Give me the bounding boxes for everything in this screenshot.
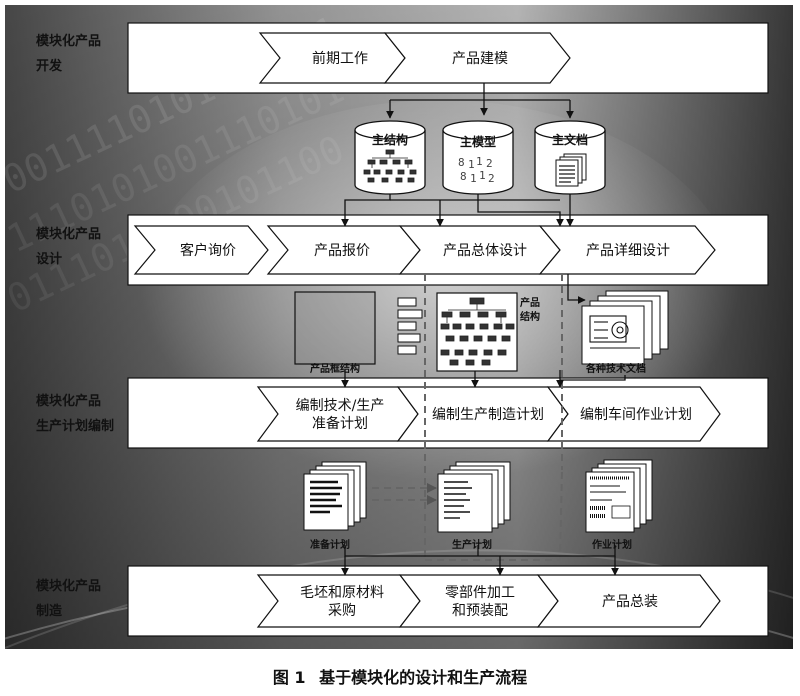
artifact-label: 生产计划 — [452, 538, 492, 551]
step-label: 产品总体设计 — [443, 243, 527, 259]
step-label: 编制技术/生产 — [296, 398, 385, 414]
step-label: 产品总装 — [602, 594, 658, 610]
row-label: 模块化产品 — [36, 393, 101, 409]
svg-text:1: 1 — [476, 155, 483, 168]
step-label: 产品建模 — [452, 51, 508, 67]
database-label: 主结构 — [372, 132, 408, 147]
database-label: 主模型 — [460, 134, 496, 149]
product-frame-structure: 产品框结构 — [294, 291, 376, 375]
chevrons-manufacturing — [256, 574, 721, 628]
step-label: 零部件加工 — [445, 585, 515, 601]
connectors-db — [341, 83, 574, 227]
step-label: 前期工作 — [312, 50, 368, 67]
step-labels: 前期工作产品建模客户询价产品报价产品总体设计产品详细设计编制技术/生产准备计划编… — [180, 50, 692, 619]
artifact-label: 产品框结构 — [310, 362, 360, 375]
tree-structure-icon — [440, 297, 515, 366]
chevron-step — [256, 574, 421, 628]
chevrons-development — [258, 32, 571, 84]
artifact-label: 结构 — [520, 310, 540, 323]
svg-text:2: 2 — [486, 157, 493, 170]
component-stack-icon — [397, 297, 423, 355]
chevron-step — [133, 225, 269, 275]
production-plan-docs: 生产计划 — [437, 461, 511, 551]
technical-documents: 各种技术文档 — [581, 290, 669, 375]
job-plan-sheets: 作业计划 — [585, 459, 653, 551]
figure-caption: 图 1 基于模块化的设计和生产流程 — [0, 664, 800, 688]
chevron-step — [546, 386, 721, 442]
document-stack-icon — [555, 153, 587, 187]
chevrons-design — [133, 225, 716, 275]
dashed-links — [360, 274, 563, 561]
artifact-label: 作业计划 — [592, 538, 632, 551]
preparation-plan-docs: 准备计划 — [303, 461, 367, 551]
figure-number: 图 1 — [272, 668, 306, 687]
barcode-icon — [590, 476, 631, 519]
step-label: 编制生产制造计划 — [432, 407, 544, 423]
row-label: 设计 — [36, 251, 62, 267]
step-label: 毛坯和原材料 — [300, 585, 384, 601]
svg-text:8: 8 — [460, 170, 467, 183]
step-label: 准备计划 — [312, 415, 368, 432]
database-label: 主文档 — [552, 132, 588, 147]
tree-structure-icon — [363, 149, 417, 183]
row-label: 生产计划编制 — [36, 418, 114, 434]
row-label: 模块化产品 — [36, 33, 101, 49]
svg-text:1: 1 — [468, 158, 475, 171]
figure-title: 基于模块化的设计和生产流程 — [319, 668, 528, 687]
chevron-step — [538, 225, 716, 275]
step-label: 产品报价 — [314, 243, 370, 259]
database-main-document: 主文档 — [534, 120, 606, 195]
artifact-label: 各种技术文档 — [585, 362, 646, 375]
step-label: 产品详细设计 — [586, 243, 670, 259]
step-label: 和预装配 — [452, 603, 508, 619]
row-label: 开发 — [36, 58, 63, 74]
database-main-structure: 主结构 — [354, 120, 426, 195]
chevrons-planning — [256, 386, 721, 442]
step-label: 客户询价 — [180, 242, 236, 259]
product-structure-diagram: 产品 结构 — [397, 292, 540, 372]
step-label: 编制车间作业计划 — [580, 406, 692, 423]
row-label: 模块化产品 — [36, 226, 101, 242]
svg-text:2: 2 — [488, 172, 495, 185]
svg-text:8: 8 — [458, 156, 465, 169]
artifact-label: 产品 — [520, 296, 540, 309]
svg-text:1: 1 — [479, 169, 486, 182]
row-label: 制造 — [36, 603, 63, 619]
connectors-planning — [341, 274, 626, 576]
chevron-step — [383, 32, 571, 84]
chevron-step — [256, 386, 419, 442]
cad-drawing-icon — [589, 315, 640, 349]
chevron-step — [536, 574, 721, 628]
artifact-label: 准备计划 — [310, 538, 350, 551]
step-label: 采购 — [328, 603, 356, 619]
chevron-step — [398, 574, 559, 628]
row-label: 模块化产品 — [36, 578, 101, 594]
svg-text:1: 1 — [470, 172, 477, 185]
